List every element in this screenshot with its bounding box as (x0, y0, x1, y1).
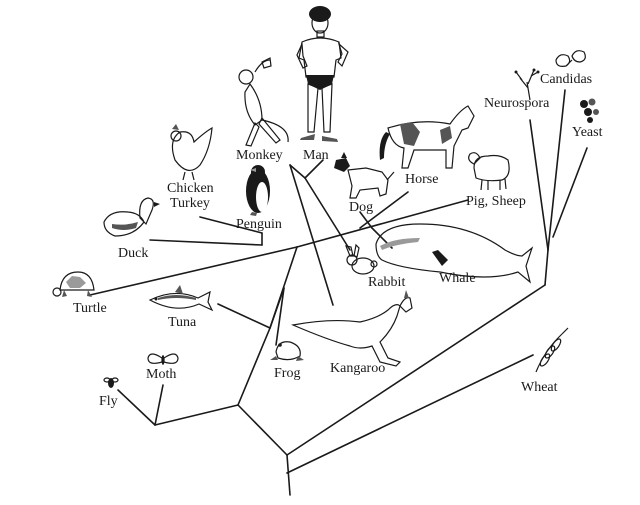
fly-illustration (103, 377, 119, 388)
frog-illustration (270, 341, 304, 361)
label-yeast: Yeast (572, 125, 603, 140)
branch-insects (154, 404, 239, 426)
branch-tuna (217, 303, 271, 329)
label-duck: Duck (118, 246, 148, 261)
sheep-illustration (468, 152, 510, 191)
dog-illustration (334, 152, 395, 199)
label-moth: Moth (146, 367, 176, 382)
tree-branches (89, 89, 588, 496)
branch-man (304, 159, 324, 179)
whale-illustration (375, 223, 534, 284)
label-kangaroo: Kangaroo (330, 361, 385, 376)
branch-duck (149, 239, 263, 246)
label-tuna: Tuna (168, 315, 197, 330)
rabbit-illustration (345, 243, 378, 275)
branch-yeast (552, 147, 588, 238)
label-penguin: Penguin (236, 217, 282, 232)
branch-kangaroo (289, 164, 334, 306)
tuna-illustration (148, 285, 214, 312)
penguin-illustration (246, 165, 270, 216)
turtle-illustration (52, 271, 95, 297)
duck-illustration (103, 197, 160, 237)
label-man: Man (303, 148, 329, 163)
branch-moth (154, 384, 164, 426)
branch-candidas (547, 89, 566, 251)
branch-frog-stub (269, 287, 285, 329)
label-horse: Horse (405, 172, 438, 187)
branch-fly (117, 389, 156, 426)
label-candidas: Candidas (540, 72, 592, 87)
man-illustration (296, 6, 349, 142)
branch-chicken (199, 216, 263, 234)
branch-turtle (89, 246, 298, 296)
label-turtle: Turtle (73, 301, 107, 316)
branch-vertebrates (237, 327, 271, 406)
taxon-labels: Man Monkey Chicken Turkey Penguin Duck T… (73, 72, 603, 409)
label-wheat: Wheat (521, 380, 558, 395)
branch-frog (275, 287, 285, 346)
label-whale: Whale (439, 271, 476, 286)
label-neurospora: Neurospora (484, 96, 550, 111)
branch-neurospora (529, 119, 549, 251)
branch-rabbit (304, 177, 351, 251)
label-pig-sheep: Pig, Sheep (466, 194, 526, 209)
label-frog: Frog (274, 366, 300, 381)
candida-illustration (555, 50, 586, 67)
branch-mammals (296, 199, 469, 248)
neurospora-illustration (514, 68, 540, 101)
branch-left-main (237, 404, 288, 456)
branch-right-main (286, 284, 546, 456)
wheat-illustration (535, 327, 569, 373)
horse-illustration (379, 105, 475, 169)
branch-root (286, 454, 291, 496)
label-turkey: Turkey (170, 196, 210, 211)
label-chicken: Chicken (167, 181, 214, 196)
branch-primates (289, 164, 306, 179)
branch-fungi (544, 249, 549, 286)
yeast-illustration (580, 98, 599, 123)
label-fly: Fly (99, 394, 118, 409)
monkey-illustration (238, 57, 289, 147)
kangaroo-illustration (290, 290, 413, 367)
label-dog: Dog (349, 200, 373, 215)
label-rabbit: Rabbit (368, 275, 405, 290)
label-monkey: Monkey (236, 148, 283, 163)
branch-wheat (286, 354, 534, 474)
branch-horse (359, 191, 409, 229)
branch-dog (359, 211, 373, 229)
chicken-illustration (170, 124, 213, 181)
moth-illustration (147, 353, 179, 365)
